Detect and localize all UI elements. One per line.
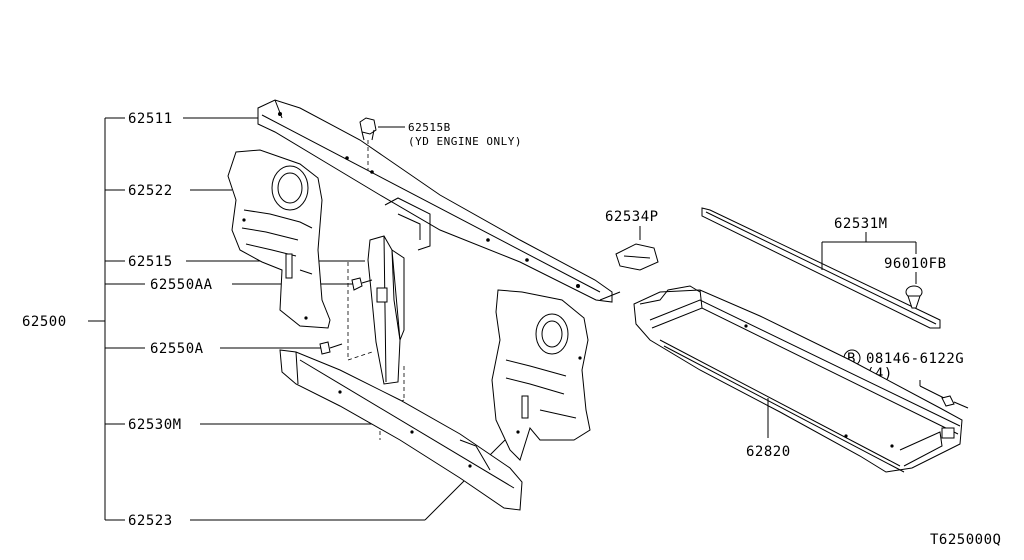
bolt-prefix-b: B: [847, 351, 856, 367]
drawing-code: T625000Q: [930, 532, 1001, 548]
label-62511: 62511: [128, 111, 173, 127]
label-bolt: 08146-6122G: [866, 351, 964, 367]
label-62550AA: 62550AA: [150, 277, 213, 293]
screw-62550A: [319, 341, 343, 355]
side-panel-right-62523: [491, 289, 591, 461]
under-cover-62820: [633, 285, 963, 473]
assembly-bracket: [88, 117, 145, 521]
label-62530M: 62530M: [128, 417, 182, 433]
seal-strip-62531M: [701, 207, 941, 329]
leader-62531M: [821, 232, 917, 270]
label-62515: 62515: [128, 254, 173, 270]
label-62522: 62522: [128, 183, 173, 199]
label-62550A: 62550A: [150, 341, 204, 357]
upper-core-support-62511: [257, 99, 621, 303]
nut-62515B: [359, 117, 405, 170]
label-62534P: 62534P: [605, 209, 659, 225]
side-panel-left-62522: [227, 149, 331, 329]
center-bracket-62515: [347, 235, 405, 440]
label-62531M: 62531M: [834, 216, 888, 232]
screw-62550AA: [351, 277, 373, 291]
label-62515B: 62515B: [408, 121, 451, 134]
lower-core-support-62530M: [279, 349, 523, 511]
clip-96010FB: [905, 272, 923, 309]
label-96010FB: 96010FB: [884, 256, 947, 272]
label-62500: 62500: [22, 314, 67, 330]
label-62523: 62523: [128, 513, 173, 529]
label-62820: 62820: [746, 444, 791, 460]
bracket-62534P: [615, 226, 659, 271]
label-62515B-note: (YD ENGINE ONLY): [408, 135, 522, 148]
